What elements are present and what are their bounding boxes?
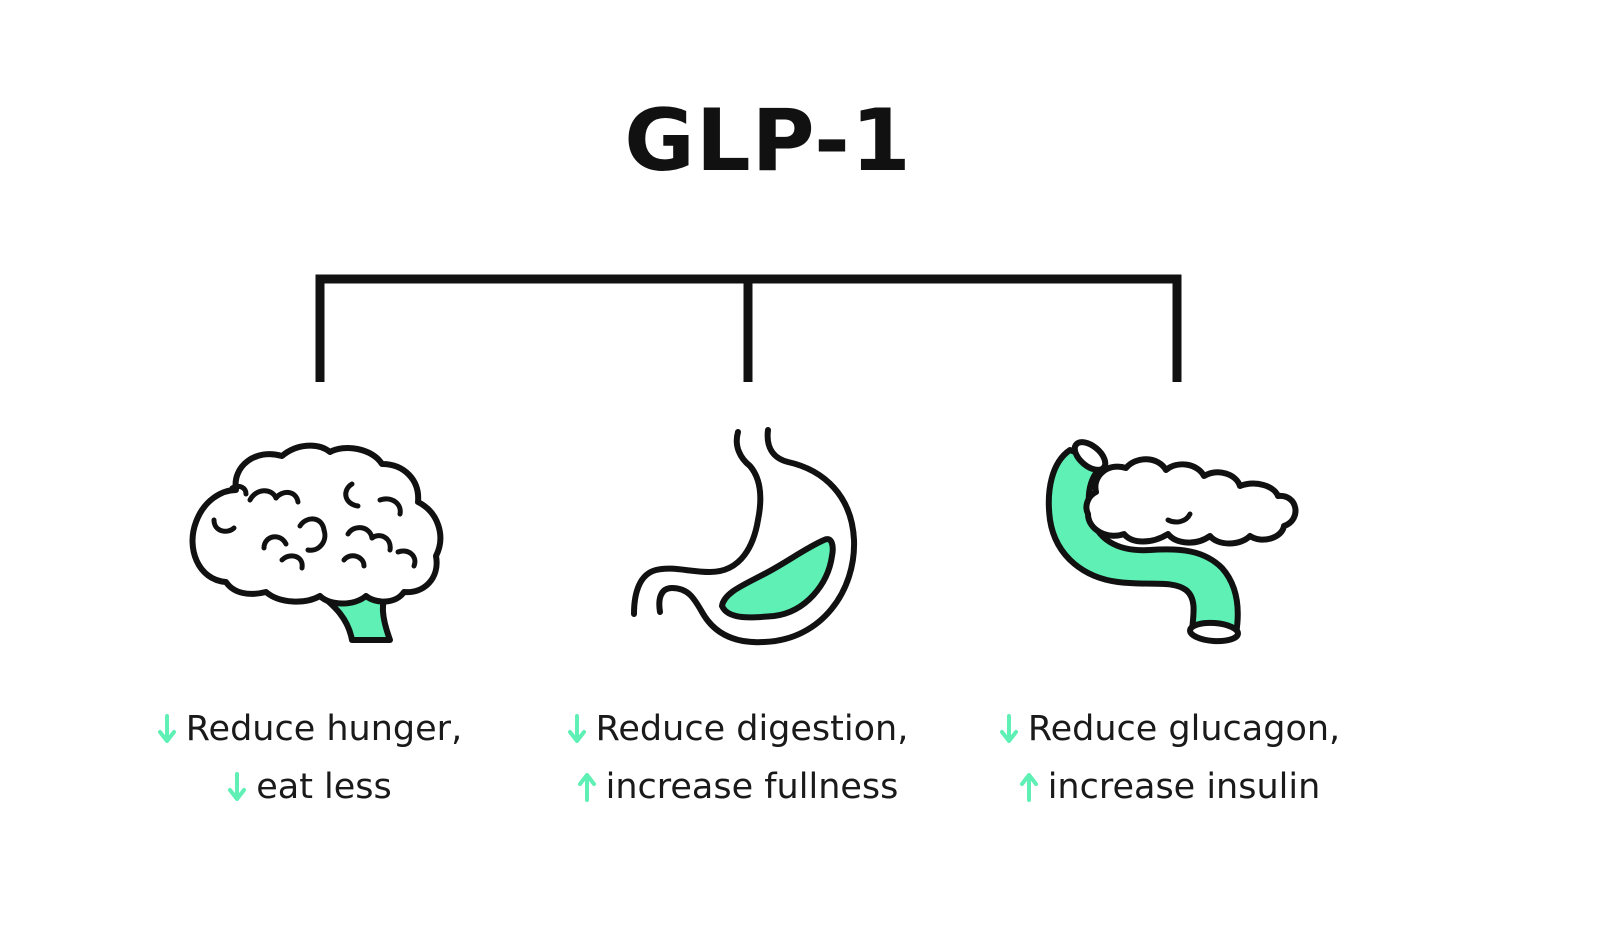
- caption-text: eat less: [256, 767, 392, 807]
- caption-line: Reduce glucagon,: [960, 700, 1380, 758]
- caption-line: Reduce hunger,: [100, 700, 520, 758]
- branch-connector: [0, 0, 1600, 400]
- brain-caption: Reduce hunger, eat less: [100, 700, 520, 816]
- caption-text: increase fullness: [606, 767, 899, 807]
- pancreas-caption: Reduce glucagon, increase insulin: [960, 700, 1380, 816]
- down-arrow-icon: [158, 714, 176, 744]
- up-arrow-icon: [1020, 772, 1038, 802]
- caption-line: increase fullness: [528, 758, 948, 816]
- caption-text: Reduce digestion,: [596, 709, 909, 749]
- stomach-caption: Reduce digestion, increase fullness: [528, 700, 948, 816]
- down-arrow-icon: [228, 772, 246, 802]
- up-arrow-icon: [578, 772, 596, 802]
- brain-icon: [180, 438, 460, 648]
- caption-text: Reduce glucagon,: [1028, 709, 1340, 749]
- stomach-icon: [620, 420, 880, 660]
- pancreas-icon: [1040, 430, 1320, 660]
- caption-line: increase insulin: [960, 758, 1380, 816]
- caption-text: Reduce hunger,: [186, 709, 462, 749]
- caption-line: Reduce digestion,: [528, 700, 948, 758]
- caption-text: increase insulin: [1048, 767, 1321, 807]
- down-arrow-icon: [568, 714, 586, 744]
- caption-line: eat less: [100, 758, 520, 816]
- down-arrow-icon: [1000, 714, 1018, 744]
